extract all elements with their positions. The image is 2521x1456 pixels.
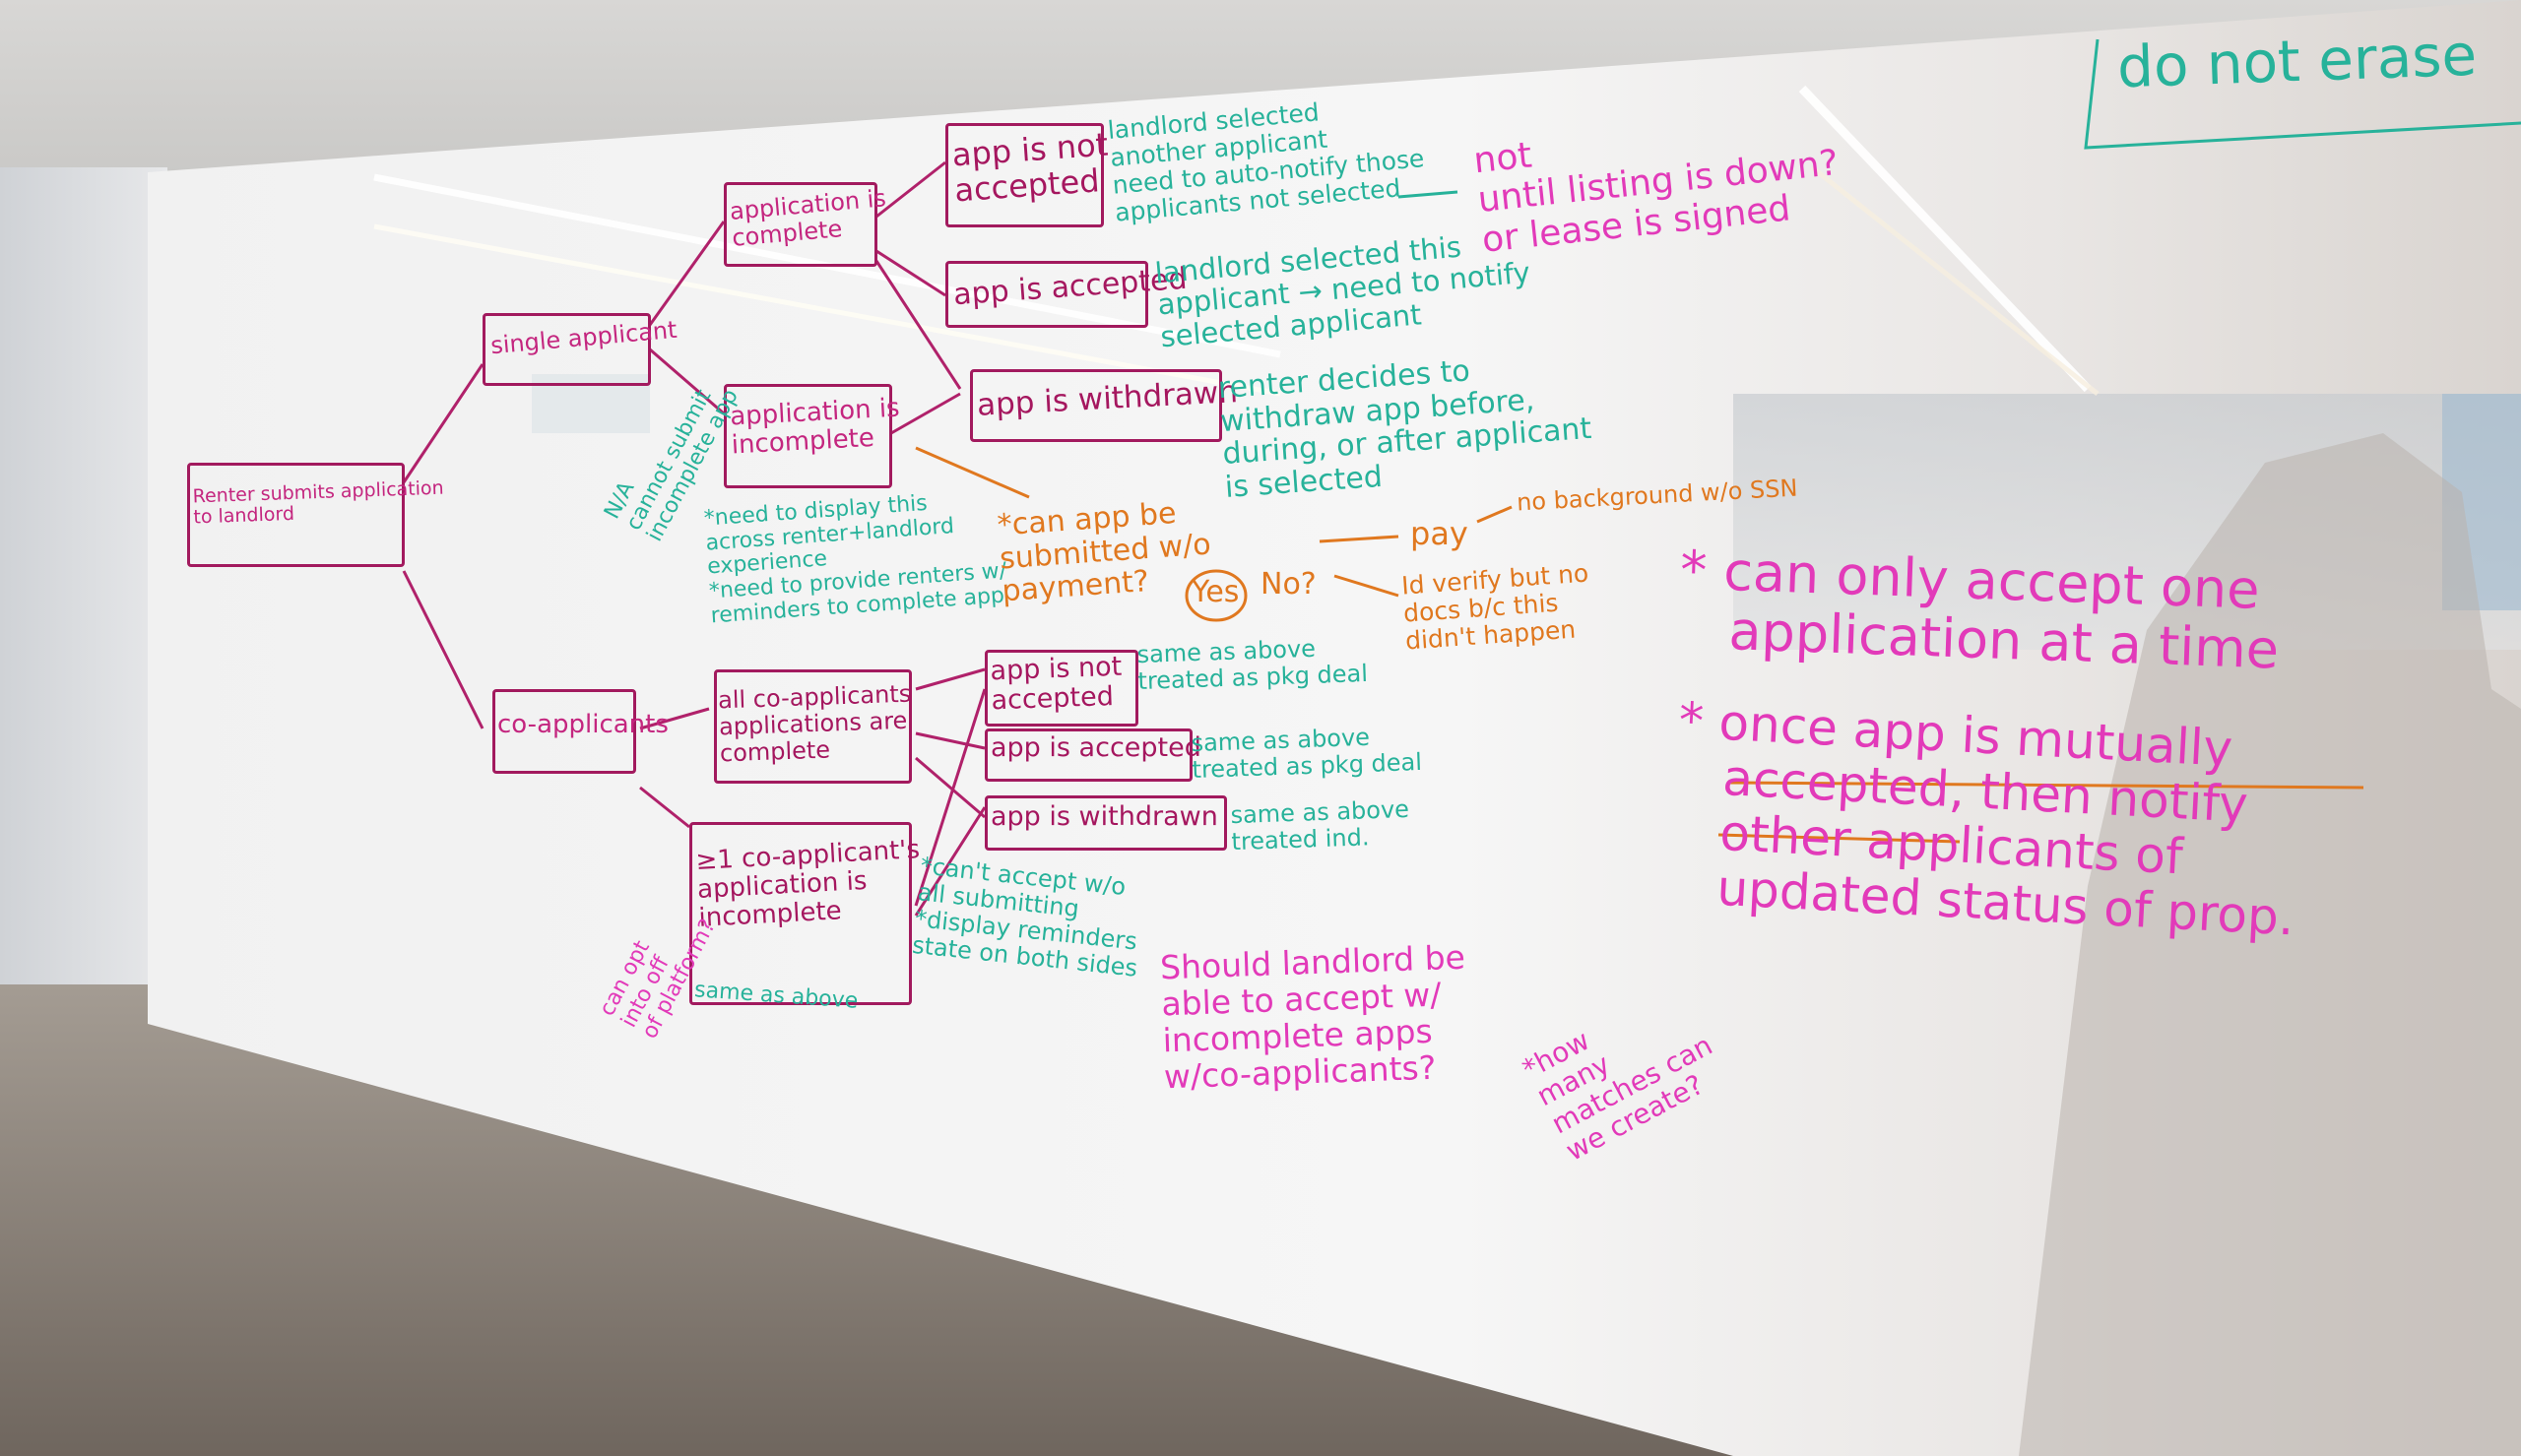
payment-question: *can app be submitted w/o payment?: [996, 495, 1212, 609]
s-note-incomplete: *need to display this across renter+land…: [703, 490, 1007, 628]
s-incomplete-box: [724, 384, 892, 488]
co-box: [492, 689, 636, 774]
s-note-withdrawn: renter decides to withdraw app before, d…: [1216, 353, 1593, 505]
payment-verify: Id verify but no docs b/c this didn't ha…: [1400, 558, 1590, 656]
note-mutual: * once app is mutually accepted, then no…: [1668, 691, 2296, 947]
question-landlord: Should landlord be able to accept w/ inc…: [1159, 937, 1466, 1097]
c-note-withdrawn: same as above treated ind.: [1230, 794, 1410, 856]
s-incomplete-label: application is incomplete: [729, 393, 901, 461]
s-withdrawn-box: [970, 369, 1222, 442]
payment-pay: pay: [1410, 515, 1468, 552]
person-reflection: [2019, 433, 2521, 1456]
c-incomplete-label: ≥1 co-applicant's application is incompl…: [694, 835, 921, 934]
corner-note: do not erase: [2115, 21, 2479, 101]
c-complete-box: [714, 669, 912, 784]
note-one-time: * can only accept one application at a t…: [1677, 538, 2281, 682]
c-accepted-box: [985, 728, 1193, 782]
c-note-accepted: same as above treated as pkg deal: [1191, 723, 1423, 784]
c-note-not-accepted: same as above treated as pkg deal: [1136, 634, 1369, 695]
payment-no: No?: [1260, 567, 1317, 601]
c-incomplete-box: [689, 822, 912, 1005]
s-accepted-box: [945, 261, 1148, 328]
s-complete-box: [724, 182, 877, 267]
left-wall-panel: [0, 167, 167, 1014]
co-label: co-applicants: [497, 710, 669, 739]
c-complete-label: all co-applicants applications are compl…: [717, 679, 912, 768]
c-accepted-label: app is accepted: [991, 732, 1201, 763]
payment-yes: Yes: [1192, 575, 1240, 609]
c-withdrawn-box: [985, 795, 1227, 851]
glass-board: [148, 0, 2521, 1456]
s-not-accepted-box: [945, 123, 1104, 227]
c-not-accepted-label: app is not accepted: [989, 651, 1123, 717]
root-box: [187, 463, 405, 567]
single-box: [483, 313, 651, 386]
c-withdrawn-label: app is withdrawn: [991, 801, 1218, 832]
root-label: Renter submits application to landlord: [192, 476, 444, 529]
s-not-accepted-label: app is not accepted: [950, 125, 1110, 210]
c-not-accepted-box: [985, 650, 1138, 727]
